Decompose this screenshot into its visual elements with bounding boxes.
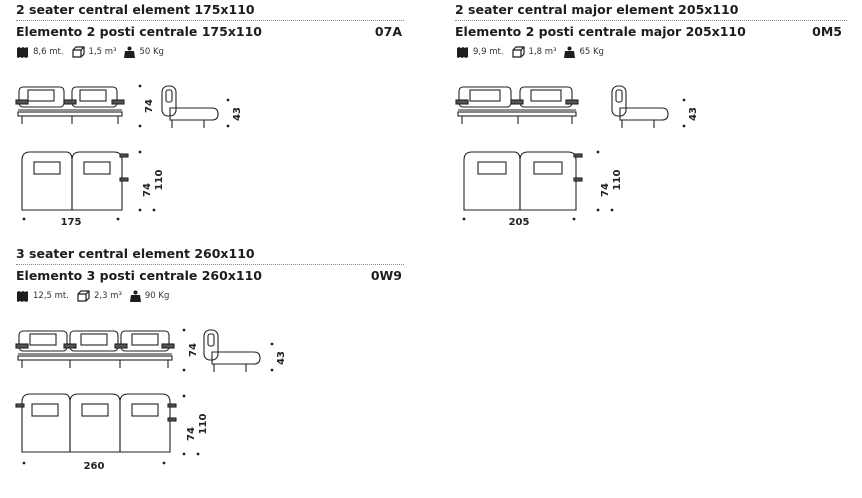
sofa-front-view xyxy=(455,86,579,124)
back-height-label: 74 xyxy=(144,99,155,113)
dimension-seat-height: 43 xyxy=(226,98,243,128)
volume-value: 1,8 m³ xyxy=(528,47,557,57)
weight-spec: 90 Kg xyxy=(129,290,170,302)
product-specs: 12,5 mt. 2,3 m³ 90 Kg xyxy=(16,290,177,302)
weight-icon xyxy=(124,46,136,58)
depth-label: 110 xyxy=(198,414,209,435)
package-box-icon xyxy=(71,46,85,58)
seat-height-label: 43 xyxy=(276,351,287,365)
product-title-it: Elemento 3 posti centrale 260x110 xyxy=(16,268,262,283)
seat-depth-label: 74 xyxy=(186,427,197,441)
product-code: 0W9 xyxy=(370,268,402,283)
product-07A: 2 seater central element 175x110 Element… xyxy=(0,0,420,240)
product-title-en: 2 seater central major element 205x110 xyxy=(455,2,739,17)
dimension-front-height: 74 xyxy=(138,84,155,128)
product-specs: 9,9 mt. 1,8 m³ 65 Kg xyxy=(456,46,612,58)
dimension-seat-height: 43 xyxy=(270,342,287,372)
width-label: 175 xyxy=(60,217,82,228)
weight-value: 50 Kg xyxy=(139,47,164,57)
product-title-it: Elemento 2 posti centrale 175x110 xyxy=(16,24,262,39)
seat-height-label: 43 xyxy=(232,107,243,121)
dimension-width: 260 xyxy=(22,460,166,476)
fabric-spec: 12,5 mt. xyxy=(16,290,69,302)
weight-value: 90 Kg xyxy=(144,291,170,301)
sofa-front-view xyxy=(15,330,175,368)
divider xyxy=(16,20,404,21)
sofa-front-view xyxy=(15,86,125,124)
fabric-value: 8,6 mt. xyxy=(33,47,64,57)
volume-spec: 2,3 m³ xyxy=(77,290,122,302)
product-code: 07A xyxy=(374,24,402,39)
depth-label: 110 xyxy=(612,170,623,191)
fabric-value: 12,5 mt. xyxy=(33,291,69,301)
fabric-value: 9,9 mt. xyxy=(473,47,504,57)
product-title-it: Elemento 2 posti centrale major 205x110 xyxy=(455,24,746,39)
sofa-top-view xyxy=(463,151,583,211)
product-0M5: 2 seater central major element 205x110 E… xyxy=(440,0,860,240)
dimension-width: 175 xyxy=(22,216,120,232)
divider xyxy=(16,264,404,265)
weight-value: 65 Kg xyxy=(579,47,604,57)
fabric-spec: 8,6 mt. xyxy=(16,46,64,58)
dimension-top-depth: 74 110 xyxy=(138,150,165,212)
dimension-top-depth: 74 110 xyxy=(596,150,623,212)
depth-label: 110 xyxy=(154,170,165,191)
dimension-top-depth: 74 110 xyxy=(182,394,209,456)
seat-depth-label: 74 xyxy=(142,183,153,197)
divider xyxy=(455,20,847,21)
sofa-side-view xyxy=(611,85,669,128)
back-height-label: 74 xyxy=(188,343,199,357)
weight-spec: 50 Kg xyxy=(124,46,164,58)
product-title-en: 2 seater central element 175x110 xyxy=(16,2,255,17)
product-0W9: 3 seater central element 260x110 Element… xyxy=(0,244,420,498)
package-box-icon xyxy=(77,290,90,302)
weight-icon xyxy=(129,290,141,302)
fabric-swatch-icon xyxy=(17,46,28,58)
volume-value: 1,5 m³ xyxy=(88,47,117,57)
product-specs: 8,6 mt. 1,5 m³ 50 Kg xyxy=(16,46,172,58)
product-title-en: 3 seater central element 260x110 xyxy=(16,246,255,261)
width-label: 205 xyxy=(508,217,530,228)
dimension-width: 205 xyxy=(462,216,576,232)
width-label: 260 xyxy=(83,461,105,472)
sofa-side-view xyxy=(161,85,219,128)
dimension-front-height: 74 xyxy=(182,328,199,372)
volume-spec: 1,5 m³ xyxy=(71,46,117,58)
product-code: 0M5 xyxy=(812,24,842,39)
package-box-icon xyxy=(511,46,525,58)
sofa-top-view xyxy=(15,393,177,453)
volume-value: 2,3 m³ xyxy=(93,291,122,301)
fabric-swatch-icon xyxy=(17,290,28,302)
dimension-seat-height: 43 xyxy=(682,98,699,128)
fabric-spec: 9,9 mt. xyxy=(456,46,504,58)
fabric-swatch-icon xyxy=(457,46,468,58)
seat-depth-label: 74 xyxy=(600,183,611,197)
sofa-side-view xyxy=(203,329,261,372)
seat-height-label: 43 xyxy=(688,107,699,121)
weight-spec: 65 Kg xyxy=(564,46,604,58)
weight-icon xyxy=(564,46,576,58)
sofa-top-view xyxy=(21,151,129,211)
volume-spec: 1,8 m³ xyxy=(511,46,557,58)
